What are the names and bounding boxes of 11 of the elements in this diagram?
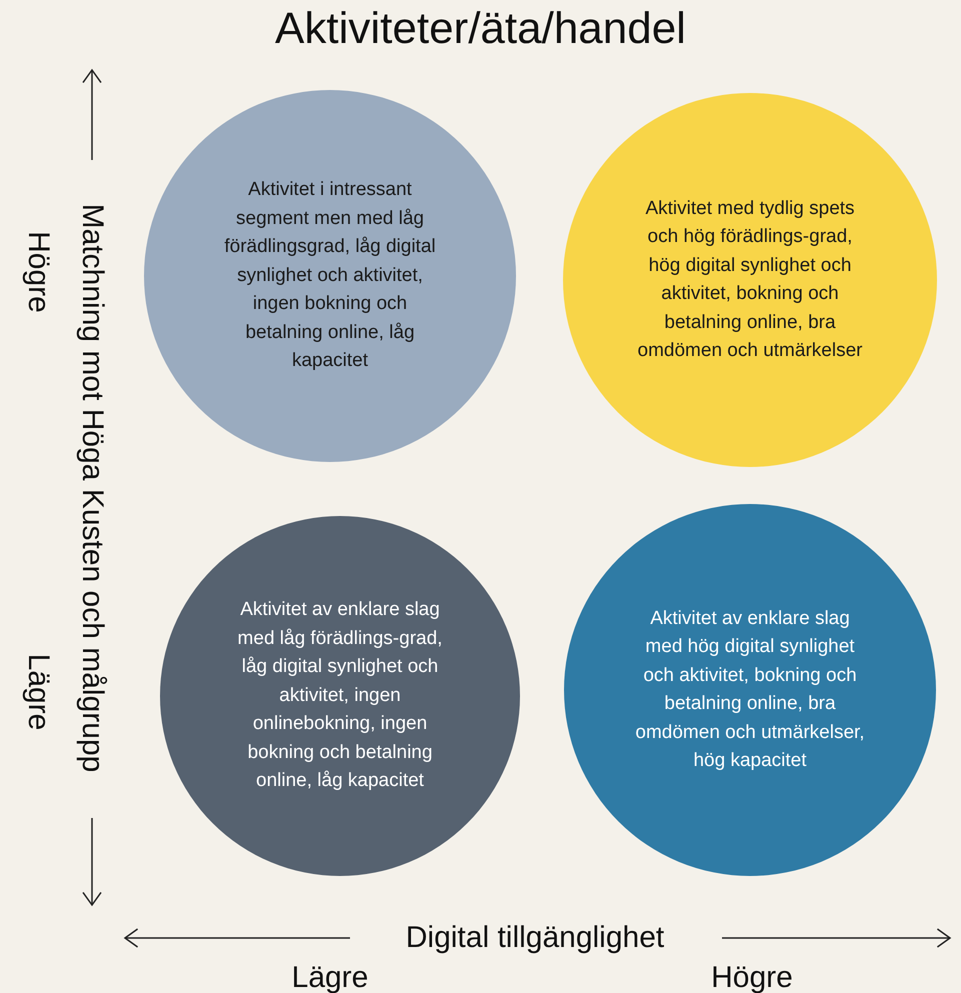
circle-text: Aktivitet av enklare slag med låg förädlings-grad, låg digital synlighet och aktivitet, ingen onlinebokning, ingen bokning och betalning online, låg kapacitet	[236, 598, 444, 794]
axis-label: Digital tillgänglighet	[406, 921, 664, 955]
circle-text: Aktivitet med tydlig spets och hög förädlings-grad, hög digital synlighet och aktivitet, bokning och betalning online, bra omdömen och utmärkelser	[636, 196, 864, 363]
circle-text: Aktivitet i intressant segment men med låg förädlingsgrad, låg digital synlighet och aktivitet, ingen bokning och betalning online, låg kapacitet	[223, 178, 437, 374]
axis-end-label: Högre	[711, 961, 793, 993]
circle-text: Aktivitet av enklare slag med hög digital synlighet och aktivitet, bokning och betalning online, bra omdömen och utmärkelser, hög kapacitet	[634, 606, 866, 773]
axis-end-label: Lägre	[21, 654, 55, 730]
axis-label: Matchning mot Höga Kusten och målgrupp	[75, 204, 109, 772]
axis-end-label: Högre	[21, 231, 55, 313]
title: Aktiviteter/äta/handel	[274, 4, 687, 54]
axis-end-label: Lägre	[292, 961, 368, 993]
